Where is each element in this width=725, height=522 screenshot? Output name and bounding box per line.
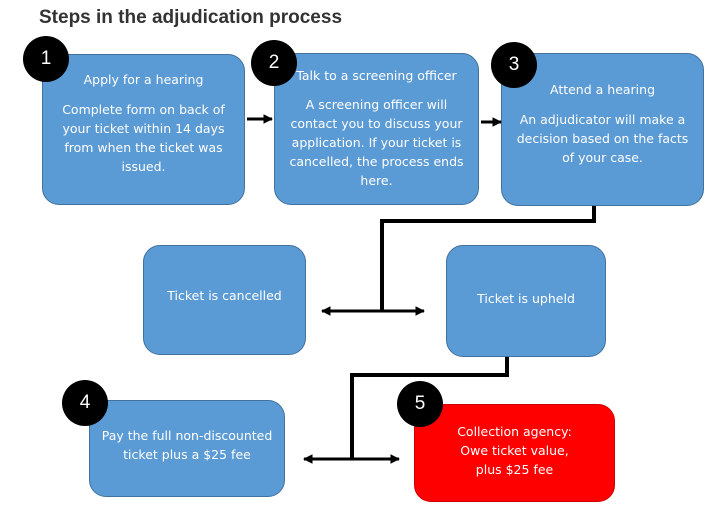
step-3-body: An adjudicator will make a decision base… xyxy=(516,112,689,165)
ticket-cancelled-label: Ticket is cancelled xyxy=(167,288,282,303)
step-3-heading: Attend a hearing xyxy=(549,82,656,97)
step-2-heading: Talk to a screening officer xyxy=(296,68,457,83)
step-5-badge: 5 xyxy=(397,381,443,427)
step-2-body: A screening officer will contact you to … xyxy=(289,97,464,188)
step-3-badge: 3 xyxy=(491,42,537,88)
connector-upheld-to-steps xyxy=(350,357,509,459)
step-5-body: Collection agency: Owe ticket value, plu… xyxy=(457,424,572,477)
step-4-body: Pay the full non-discounted ticket plus … xyxy=(101,428,273,462)
ticket-upheld-box: Ticket is upheld xyxy=(446,245,606,357)
step-2-badge: 2 xyxy=(251,40,297,86)
step-4-badge: 4 xyxy=(62,380,108,426)
page-title: Steps in the adjudication process xyxy=(39,7,343,28)
ticket-cancelled-box: Ticket is cancelled xyxy=(143,245,306,355)
step-5-box: Collection agency: Owe ticket value, plu… xyxy=(414,404,615,502)
step-1-box: Apply for a hearing Complete form on bac… xyxy=(42,54,245,205)
step-4-box: Pay the full non-discounted ticket plus … xyxy=(89,400,285,497)
step-1-heading: Apply for a hearing xyxy=(83,72,204,87)
connector-step3-to-outcomes xyxy=(380,206,596,311)
step-3-box: Attend a hearing An adjudicator will mak… xyxy=(501,53,704,206)
step-1-badge: 1 xyxy=(23,36,69,82)
step-1-body: Complete form on back of your ticket wit… xyxy=(62,102,225,174)
step-2-box: Talk to a screening officer A screening … xyxy=(274,53,479,205)
ticket-upheld-label: Ticket is upheld xyxy=(477,291,575,306)
